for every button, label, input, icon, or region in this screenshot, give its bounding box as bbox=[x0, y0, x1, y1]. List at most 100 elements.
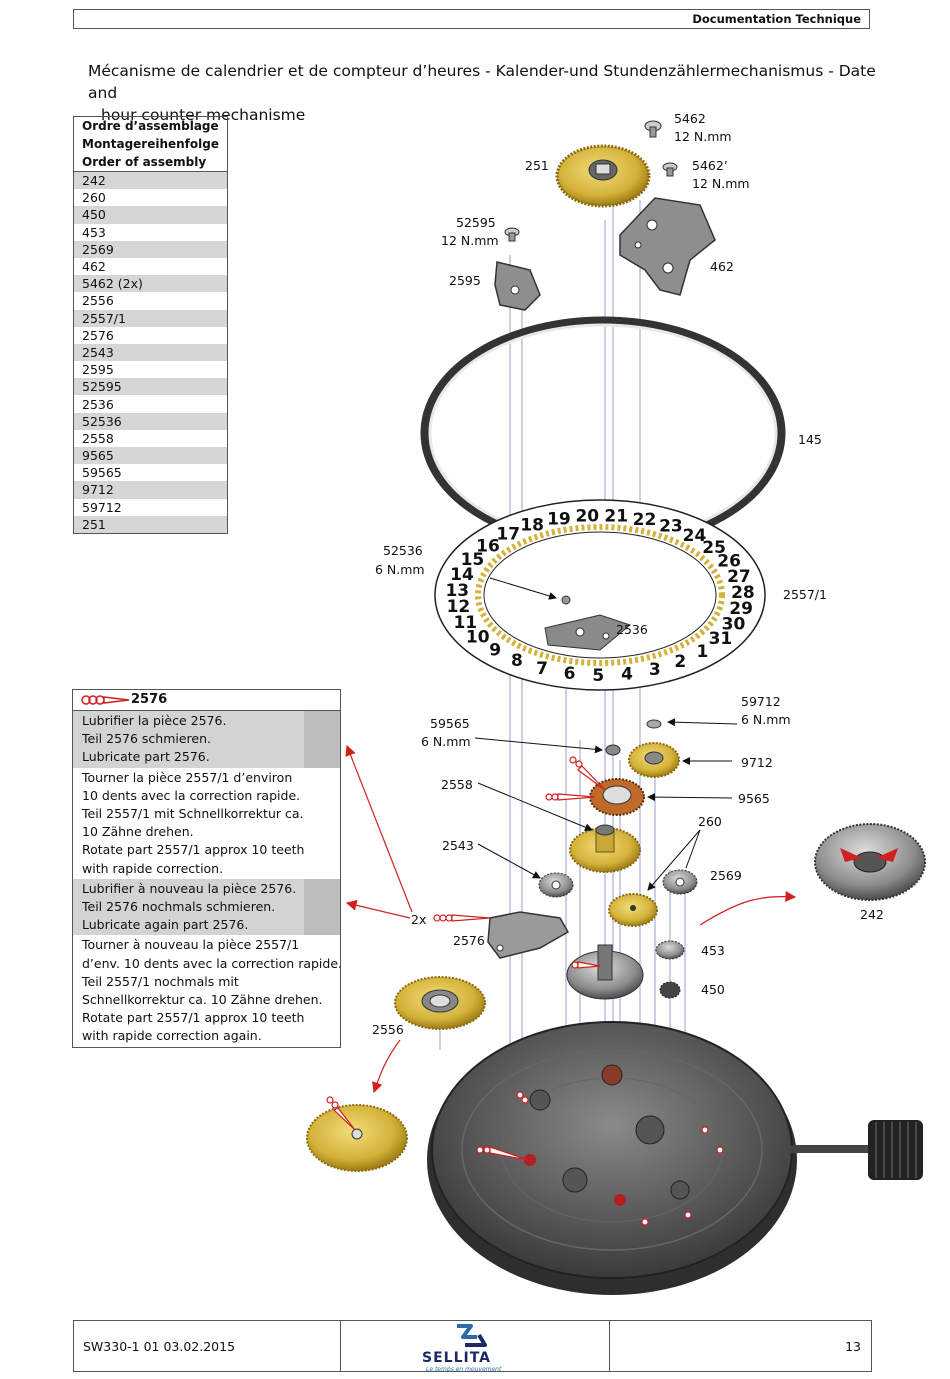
step-text: Rotate part 2557/1 approx 10 teeth bbox=[82, 1010, 305, 1026]
part-2556-wheel bbox=[394, 976, 486, 1030]
assembly-item: 2595 bbox=[73, 361, 228, 379]
step-text: Lubrifier la pièce 2576. bbox=[82, 713, 227, 728]
torque-5462: 12 N.mm bbox=[674, 129, 732, 144]
part-450-pinion bbox=[659, 981, 681, 999]
part-260-pinion bbox=[662, 869, 698, 895]
part-462-bridge bbox=[619, 197, 716, 296]
label-52536: 52536 bbox=[383, 543, 423, 558]
assembly-item: 59565 bbox=[73, 464, 228, 482]
footer-tagline: Le temps en mouvement bbox=[426, 1366, 502, 1373]
step-text: Lubricate part 2576. bbox=[82, 749, 210, 765]
step-text: Teil 2557/1 mit Schnellkorrektur ca. bbox=[82, 806, 304, 822]
assembly-header-fr: Ordre d’assemblage bbox=[82, 119, 219, 133]
step-text: Teil 2576 schmieren. bbox=[82, 731, 212, 747]
crown bbox=[790, 1120, 923, 1180]
date-ring-number: 24 bbox=[683, 526, 707, 546]
footer-reference: SW330-1 01 03.02.2015 bbox=[83, 1339, 236, 1354]
date-ring-number: 19 bbox=[547, 509, 571, 529]
date-ring-number: 31 bbox=[709, 629, 733, 649]
torque-52536: 6 N.mm bbox=[375, 562, 425, 577]
assembly-item: 242 bbox=[73, 171, 228, 190]
torque-59712: 6 N.mm bbox=[741, 712, 791, 727]
page-title: Mécanisme de calendrier et de compteur d… bbox=[88, 60, 878, 126]
part-52595-screw bbox=[504, 227, 520, 242]
step-text: Teil 2557/1 nochmals mit bbox=[82, 973, 239, 989]
lubrication-step-1: Lubrifier la pièce 2576. Teil 2576 schmi… bbox=[73, 711, 340, 768]
date-ring-number: 28 bbox=[731, 583, 755, 603]
part-9712-wheel bbox=[628, 742, 680, 778]
date-ring-number: 1 bbox=[696, 642, 708, 662]
label-2595: 2595 bbox=[449, 273, 481, 288]
oiler-symbols bbox=[326, 756, 724, 1226]
date-ring-number: 25 bbox=[702, 538, 726, 558]
torque-59565: 6 N.mm bbox=[421, 734, 471, 749]
label-52595: 52595 bbox=[456, 215, 496, 230]
date-ring-number: 6 bbox=[564, 664, 576, 684]
assembly-item: 2569 bbox=[73, 240, 228, 258]
assembly-item: 9712 bbox=[73, 481, 228, 499]
step-text: Schnellkorrektur ca. 10 Zähne drehen. bbox=[82, 992, 323, 1008]
date-ring-number: 7 bbox=[536, 659, 548, 679]
step-text: Teil 2576 nochmals schmieren. bbox=[82, 899, 276, 915]
assembly-item: 5462 (2x) bbox=[73, 275, 228, 293]
assembly-item: 450 bbox=[73, 206, 228, 224]
lubrication-part-number: 2576 bbox=[131, 692, 168, 707]
label-260: 260 bbox=[698, 814, 722, 829]
assembly-item: 453 bbox=[73, 223, 228, 241]
part-2595 bbox=[494, 261, 541, 311]
lubrication-box: 2576 Lubrifier la pièce 2576. Teil 2576 … bbox=[72, 689, 342, 1048]
assembly-order-table: Ordre d’assemblage Montagereihenfolge Or… bbox=[73, 116, 228, 534]
label-453: 453 bbox=[701, 943, 725, 958]
assembly-header-en: Order of assembly bbox=[82, 155, 207, 169]
date-ring-number: 9 bbox=[489, 640, 501, 660]
part-242-wheel-detail bbox=[814, 823, 926, 901]
date-ring-number: 4 bbox=[621, 665, 633, 685]
part-453-wheel bbox=[655, 940, 685, 960]
date-ring-number: 13 bbox=[445, 581, 469, 601]
step-text: Rotate part 2557/1 approx 10 teeth bbox=[82, 842, 305, 858]
label-2556: 2556 bbox=[372, 1022, 404, 1037]
footer-ref-cell: SW330-1 01 03.02.2015 bbox=[74, 1321, 341, 1371]
assembly-item: 462 bbox=[73, 257, 228, 276]
page-number: 13 bbox=[845, 1339, 861, 1354]
assembly-item: 2557/1 bbox=[73, 309, 228, 327]
assembly-header-de: Montagereihenfolge bbox=[82, 137, 219, 151]
step-text: d’env. 10 dents avec la correction rapid… bbox=[82, 955, 342, 971]
assembly-item: 251 bbox=[73, 515, 228, 534]
label-9712: 9712 bbox=[741, 755, 773, 770]
step-text: 10 Zähne drehen. bbox=[82, 824, 194, 840]
part-59565-screw bbox=[605, 744, 621, 756]
date-ring-number: 30 bbox=[722, 615, 746, 635]
date-ring-number: 14 bbox=[450, 565, 474, 585]
part-59712-screw bbox=[646, 719, 662, 729]
lubrication-step-4: Tourner à nouveau la pièce 2557/1 d’env.… bbox=[73, 935, 342, 1046]
title-line-1: Mécanisme de calendrier et de compteur d… bbox=[88, 62, 876, 102]
part-2558-wheel bbox=[569, 824, 641, 873]
assembly-item: 52595 bbox=[73, 378, 228, 396]
label-2576: 2576 bbox=[453, 933, 485, 948]
date-ring-number: 17 bbox=[496, 525, 520, 545]
date-ring-number: 26 bbox=[717, 552, 741, 572]
assembly-header: Ordre d’assemblage Montagereihenfolge Or… bbox=[73, 116, 228, 172]
step-text: with rapide correction again. bbox=[82, 1028, 262, 1044]
footer-divider bbox=[609, 1321, 610, 1371]
lubrication-step-2: Tourner la pièce 2557/1 d’environ 10 den… bbox=[73, 768, 340, 879]
date-ring-number: 16 bbox=[476, 536, 500, 556]
assembly-item: 2543 bbox=[73, 343, 228, 362]
date-ring-number: 10 bbox=[466, 628, 490, 648]
step-text: Lubrifier à nouveau la pièce 2576. bbox=[82, 880, 297, 896]
date-ring-number: 5 bbox=[592, 666, 604, 686]
lubrication-arrows bbox=[345, 744, 797, 1094]
date-ring-number: 8 bbox=[511, 651, 523, 671]
date-ring-number: 27 bbox=[727, 567, 751, 587]
step-text: Tourner la pièce 2557/1 d’environ bbox=[82, 769, 293, 785]
doc-header-bar: Documentation Technique bbox=[73, 9, 870, 29]
assembly-item: 260 bbox=[73, 189, 228, 207]
main-plate bbox=[427, 1021, 797, 1295]
label-9565: 9565 bbox=[738, 791, 770, 806]
label-2569: 2569 bbox=[710, 868, 742, 883]
label-2558: 2558 bbox=[441, 777, 473, 792]
footer-brand: SELLITA bbox=[422, 1350, 491, 1366]
